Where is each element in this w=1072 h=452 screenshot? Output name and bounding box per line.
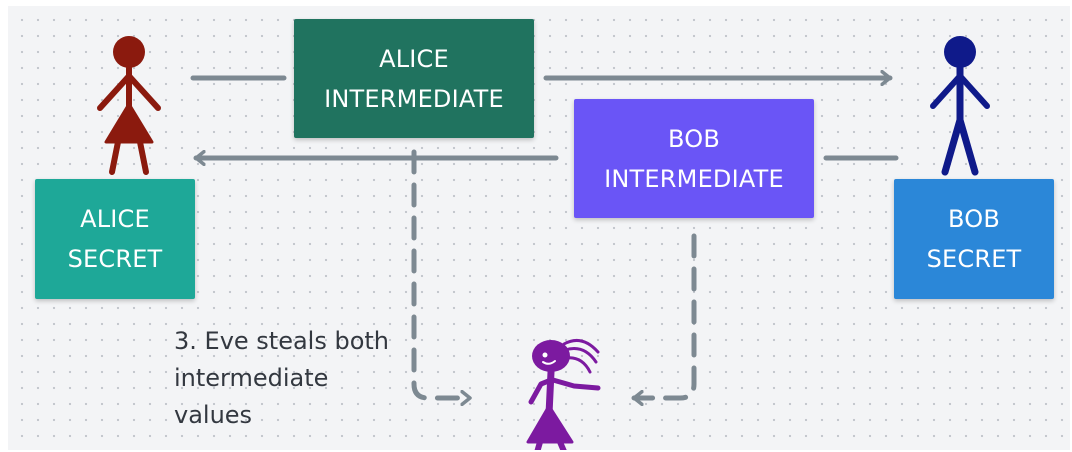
- bob-secret-label-line2: SECRET: [926, 245, 1022, 273]
- eve-steals-caption: 3. Eve steals both intermediate values: [174, 323, 389, 434]
- arrows-layer: [190, 6, 899, 450]
- bob-intermediate-box: BOB INTERMEDIATE: [574, 99, 814, 218]
- figures-layer: [97, 36, 990, 450]
- alice-intermediate-label-line2: INTERMEDIATE: [324, 84, 504, 113]
- alice-intermediate-to-eve-dashed-arrow: [411, 149, 473, 398]
- alice-intermediate-label-line1: ALICE: [379, 44, 449, 73]
- caption-line3: values: [174, 401, 253, 429]
- eve-figure-icon: [526, 338, 601, 450]
- bob-intermediate-label-line2: INTERMEDIATE: [604, 164, 784, 193]
- caption-line1: 3. Eve steals both: [174, 327, 390, 355]
- bob-intermediate-to-eve-dashed-arrow: [631, 233, 697, 398]
- bob-secret-box: BOB SECRET: [894, 179, 1054, 299]
- diagram-canvas: ALICE INTERMEDIATE BOB INTERMEDIATE ALIC…: [8, 6, 1070, 450]
- alice-intermediate-box: ALICE INTERMEDIATE: [294, 19, 534, 138]
- bob-figure-icon: [930, 36, 990, 176]
- alice-secret-box: ALICE SECRET: [35, 179, 195, 299]
- alice-secret-label-line2: SECRET: [67, 245, 163, 273]
- caption-line2: intermediate: [174, 364, 329, 392]
- bob-intermediate-label-line1: BOB: [668, 124, 720, 153]
- alice-secret-label-line1: ALICE: [80, 205, 150, 233]
- bob-secret-label-line1: BOB: [948, 205, 1000, 233]
- alice-figure-icon: [97, 36, 161, 175]
